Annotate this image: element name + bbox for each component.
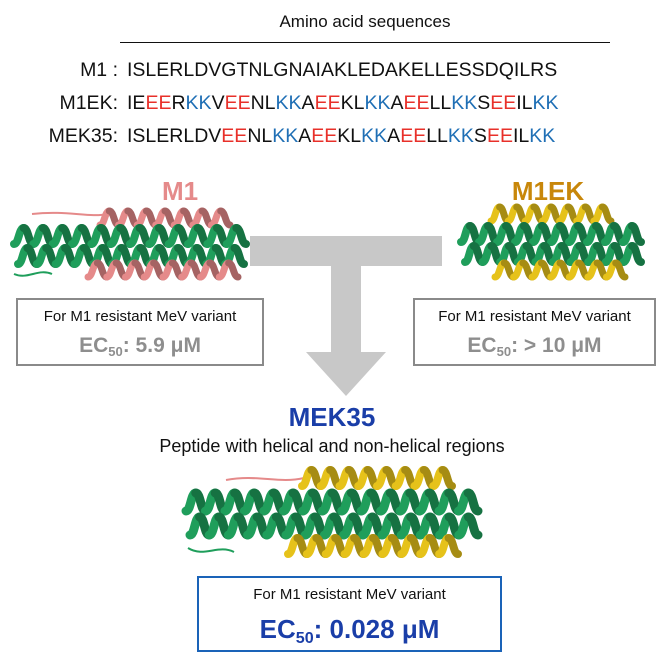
sequence-segment: A	[390, 92, 404, 114]
sequence-segment: EE	[400, 125, 427, 147]
sequence-segment: KK	[532, 92, 559, 114]
sequence-segment: EE	[403, 92, 430, 114]
sequence-row-m1: M1 : ISLERLDVGTNLGNAIAKLEDAKELLESSDQILRS	[0, 57, 664, 83]
sequence-text: IEEERKKVEENLKKAEEKLKKAEELLKKSEEILKK	[127, 90, 559, 116]
ec50-value: EC50: 5.9 μM	[79, 334, 201, 359]
m1-structure-image	[10, 207, 250, 281]
sequence-segment: EE	[221, 125, 248, 147]
mek35-ec50-box: For M1 resistant MeV variant EC50: 0.028…	[197, 576, 502, 652]
m1-title: M1	[161, 176, 199, 206]
sequence-segment: KL	[340, 92, 365, 114]
ec50-value: EC50: 0.028 μM	[259, 614, 440, 647]
mek35-structure-image	[181, 466, 483, 558]
sequence-segment: KK	[529, 125, 556, 147]
sequence-label: MEK35:	[48, 125, 118, 147]
sequence-segment: R	[171, 92, 186, 114]
sequence-segment: KK	[275, 92, 302, 114]
sequence-text: ISLERLDVEENLKKAEEKLKKAEELLKKSEEILKK	[127, 123, 555, 149]
core-helix	[10, 224, 250, 248]
core-helix	[181, 488, 483, 516]
sequence-segment: A	[387, 125, 401, 147]
sequence-segment: IL	[516, 92, 533, 114]
core-helix	[457, 222, 645, 246]
coil-loop	[13, 271, 53, 277]
ec50-value: EC50: > 10 μM	[467, 334, 602, 359]
sequence-label: M1EK:	[59, 92, 118, 114]
sequence-segment: S	[477, 92, 491, 114]
sequence-segment: A	[298, 125, 312, 147]
coil-loop	[187, 547, 235, 553]
sequence-segment: V	[211, 92, 225, 114]
sequence-segment: LL	[426, 125, 448, 147]
sequence-segment: ISLERLDV	[127, 125, 222, 147]
peptide-tail	[31, 211, 109, 217]
peptide-helix	[487, 203, 615, 225]
peptide-helix	[298, 466, 456, 490]
sequence-label: M1 :	[80, 59, 118, 81]
sequence-header: Amino acid sequences	[279, 12, 451, 31]
sequence-segment: KK	[447, 125, 474, 147]
sequence-segment: KK	[451, 92, 478, 114]
sequence-segment: IL	[512, 125, 530, 147]
sequence-segment: EE	[145, 92, 172, 114]
sequence-segment: EE	[490, 92, 517, 114]
sequence-row-mek35: MEK35: ISLERLDVEENLKKAEEKLKKAEELLKKSEEIL…	[0, 123, 664, 149]
box-caption: For M1 resistant MeV variant	[43, 308, 237, 325]
sequence-segment: EE	[311, 125, 338, 147]
sequence-segment: S	[473, 125, 487, 147]
sequence-segment: ISLERLDVGTNLGNAIAKLEDAKELLESSDQILRS	[127, 59, 558, 81]
m1ek-title: M1EK	[511, 176, 585, 206]
core-helix	[461, 242, 645, 266]
sequence-segment: A	[301, 92, 315, 114]
sequence-text: ISLERLDVGTNLGNAIAKLEDAKELLESSDQILRS	[127, 57, 557, 83]
sequence-segment: EE	[314, 92, 341, 114]
sequence-segment: KK	[272, 125, 299, 147]
peptide-helix	[284, 534, 462, 558]
box-caption: For M1 resistant MeV variant	[438, 308, 631, 325]
sequence-row-m1ek: M1EK: IEEERKKVEENLKKAEEKLKKAEELLKKSEEILK…	[0, 90, 664, 116]
peptide-helix	[96, 207, 234, 229]
peptide-tail	[225, 477, 305, 481]
box-caption: For M1 resistant MeV variant	[253, 586, 446, 603]
peptide-helix	[84, 259, 242, 281]
sequence-segment: NL	[250, 92, 276, 114]
sequence-segment: KK	[364, 92, 391, 114]
mek35-subtitle: Peptide with helical and non-helical reg…	[159, 436, 505, 456]
m1-ec50-box: For M1 resistant MeV variant EC50: 5.9 μ…	[16, 298, 264, 366]
sequence-segment: EE	[486, 125, 513, 147]
sequence-segment: KK	[185, 92, 212, 114]
sequence-segment: KL	[337, 125, 362, 147]
peptide-helix	[491, 259, 629, 281]
header-rule	[120, 42, 610, 43]
mek35-title: MEK35	[288, 402, 376, 432]
core-helix	[185, 512, 483, 540]
sequence-segment: LL	[429, 92, 452, 114]
sequence-segment: IE	[127, 92, 146, 114]
sequence-segment: KK	[361, 125, 388, 147]
sequence-segment: EE	[224, 92, 251, 114]
m1ek-structure-image	[457, 203, 645, 281]
m1ek-ec50-box: For M1 resistant MeV variant EC50: > 10 …	[413, 298, 656, 366]
sequence-segment: NL	[247, 125, 273, 147]
